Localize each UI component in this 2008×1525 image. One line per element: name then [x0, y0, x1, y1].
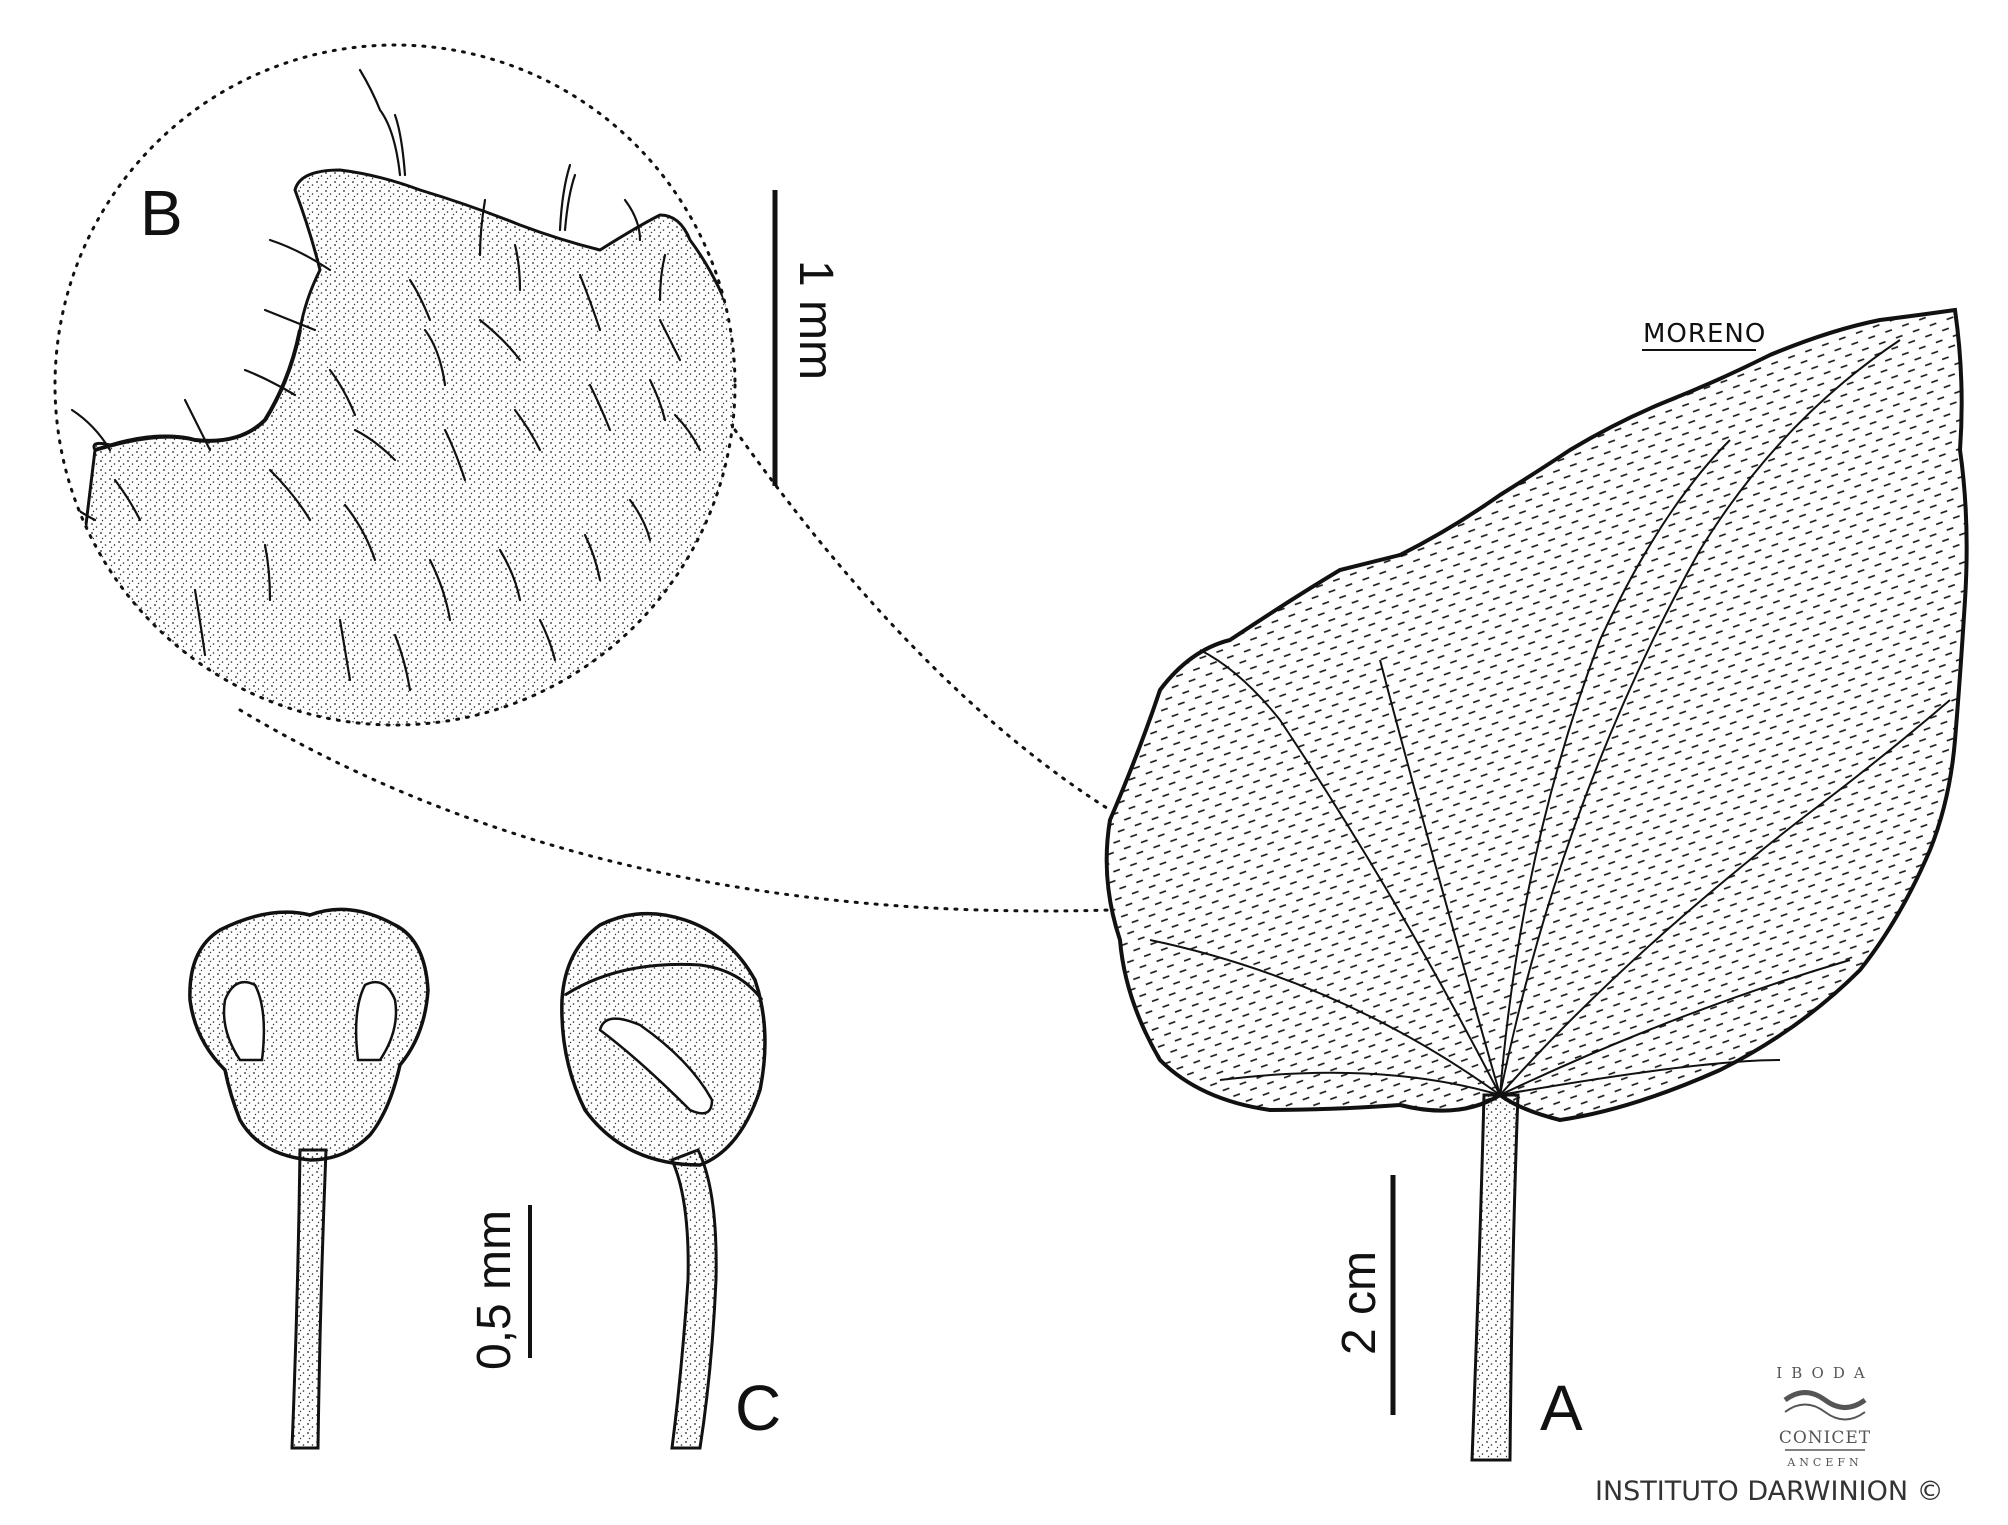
panel-label-c: C — [735, 1372, 781, 1444]
leaf-blade — [1104, 307, 1969, 1123]
anther-side — [560, 911, 767, 1167]
petiole — [1470, 1093, 1520, 1462]
scale-label-c: 0,5 mm — [468, 1210, 521, 1370]
credit-text: INSTITUTO DARWINION © — [1595, 1476, 1944, 1507]
panel-label-a: A — [1540, 1372, 1583, 1444]
leaf — [1104, 307, 1969, 1462]
artist-signature: MORENO — [1643, 319, 1766, 349]
filament-side — [669, 1148, 718, 1450]
logo-top-text: IBODA — [1776, 1364, 1873, 1382]
anther-side-view — [560, 911, 767, 1450]
anther-front-view — [188, 907, 430, 1450]
filament-front — [290, 1148, 328, 1450]
leaf-hairs — [68, 68, 702, 692]
scale-label-b: 1 mm — [789, 260, 842, 380]
magnified-leaf-margin — [53, 43, 1112, 913]
panel-label-b: B — [140, 177, 183, 249]
anther-front — [188, 907, 430, 1162]
scale-label-a: 2 cm — [1333, 1251, 1386, 1355]
institution-logo: IBODA CONICET ANCEFN — [1776, 1364, 1873, 1469]
logo-emblem — [1783, 1390, 1867, 1410]
magnifier-connector — [238, 708, 1112, 913]
logo-middle-text: CONICET — [1779, 1428, 1871, 1448]
leaf-veins — [1149, 339, 1951, 1096]
leaf-tissue-detail — [58, 168, 735, 725]
logo-bottom-text: ANCEFN — [1786, 1456, 1862, 1469]
